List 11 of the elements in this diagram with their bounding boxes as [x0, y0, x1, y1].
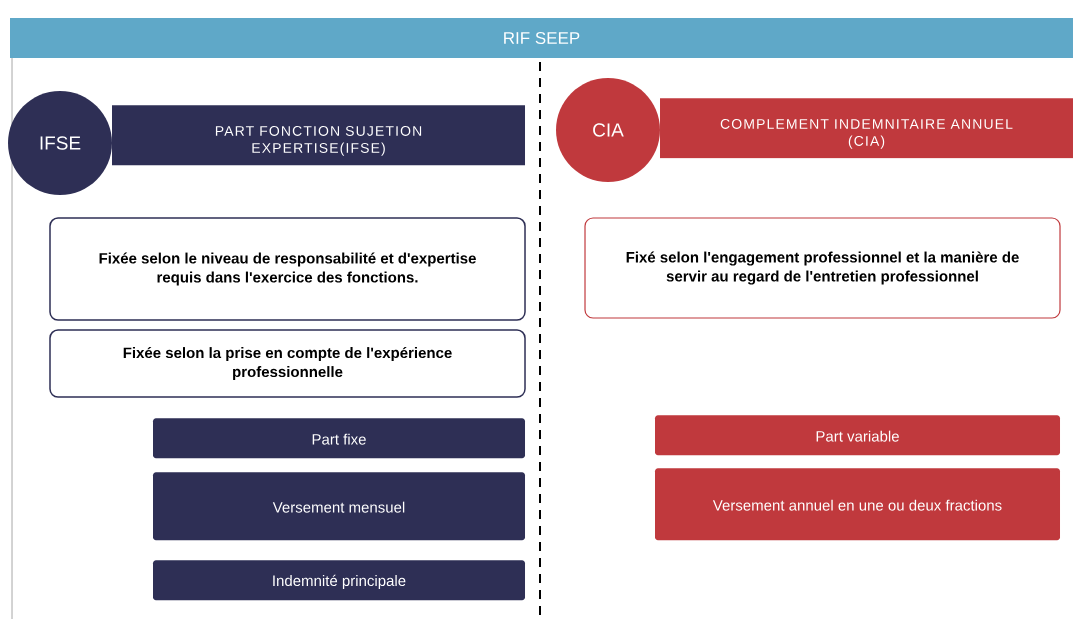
circle-badge: IFSE: [8, 91, 112, 195]
circle-badge: CIA: [556, 78, 660, 182]
label-box: Versement mensuel: [153, 472, 525, 541]
text-box: Fixée selon la prise en compte de l'expérience professionnelle: [49, 329, 526, 398]
label-box: Part variable: [655, 415, 1060, 456]
text-box: Fixé selon l'engagement professionnel et la manière de servir au regard de l'entretien professionnel: [584, 217, 1061, 319]
banner: RIF SEEP: [10, 18, 1073, 58]
text-box: Fixée selon le niveau de responsabilité et d'expertise requis dans l'exercice des fonctions.: [49, 217, 526, 321]
label-box: Part fixe: [153, 418, 525, 459]
label-box: Versement annuel en une ou deux fractions: [655, 468, 1060, 541]
label-box: Indemnité principale: [153, 560, 525, 601]
